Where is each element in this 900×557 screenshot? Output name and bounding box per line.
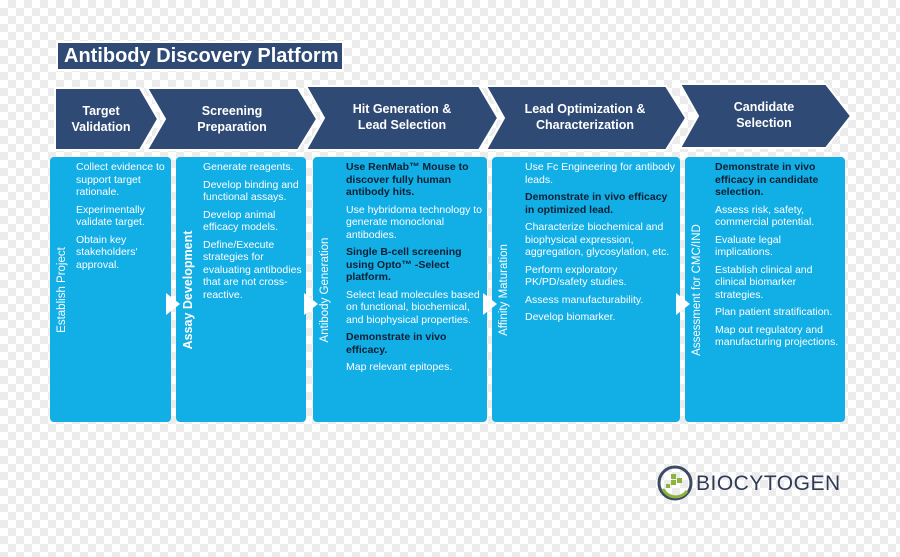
platform-title: Antibody Discovery Platform <box>64 44 339 67</box>
side-label-affinity-maturation: Affinity Maturation <box>498 243 510 336</box>
list-item: Evaluate legal implications. <box>715 233 781 259</box>
side-label-assessment-cmc-ind: Assessment for CMC/IND <box>691 223 703 356</box>
list-item: Collect evidence to support target ratio… <box>76 161 165 198</box>
stage-label-lead-optimization: Lead Optimization & Characterization <box>524 102 646 132</box>
platform-title-box: Antibody Discovery Platform <box>56 41 344 71</box>
list-item: Develop biomarker. <box>525 311 616 323</box>
list-item: Use Fc Engineering for antibody leads. <box>525 161 675 186</box>
brand-name: BIOCYTOGEN <box>696 472 841 495</box>
list-item: Use hybridoma technology to generate mon… <box>346 203 482 241</box>
side-label-establish-project: Establish Project <box>56 246 68 333</box>
biocytogen-logo: BIOCYTOGEN <box>657 465 847 501</box>
card-screening-preparation: Assay Development Generate reagents. Dev… <box>176 157 306 422</box>
list-item: Characterize biochemical and biophysical… <box>525 221 670 258</box>
stage-label-screening-preparation: Screening Preparation <box>197 104 267 134</box>
card-lead-optimization: Affinity Maturation Use Fc Engineering f… <box>492 157 680 422</box>
card-body-hit-generation: Use RenMab™ Mouse to discover fully huma… <box>346 161 483 418</box>
list-item: Perform exploratory PK/PD/safety studies… <box>525 263 627 289</box>
list-item: Assess risk, safety, commercial potentia… <box>715 203 815 229</box>
card-candidate-selection: Assessment for CMC/IND Demonstrate in vi… <box>685 157 845 422</box>
card-body-candidate-selection: Demonstrate in vivo efficacy in candidat… <box>715 161 841 418</box>
list-item: Define/Execute strategies for evaluating… <box>203 238 302 301</box>
stage-label-target-validation: Target Validation <box>71 104 131 134</box>
connector-arrow-icon <box>676 293 690 315</box>
card-body-target-validation: Collect evidence to support target ratio… <box>76 161 167 418</box>
list-item: Generate reagents. <box>203 161 294 173</box>
list-item: Demonstrate in vivo efficacy in optimize… <box>525 191 668 216</box>
list-item: Demonstrate in vivo efficacy in candidat… <box>715 161 819 198</box>
list-item: Select lead molecules based on functiona… <box>346 288 480 326</box>
card-target-validation: Establish Project Collect evidence to su… <box>50 157 171 422</box>
biocytogen-emblem-icon <box>657 465 693 501</box>
list-item: Single B-cell screening using Opto™ -Sel… <box>346 246 462 283</box>
connector-arrow-icon <box>304 293 318 315</box>
chevron-stage-2 <box>145 87 319 151</box>
card-body-lead-optimization: Use Fc Engineering for antibody leads. D… <box>525 161 676 418</box>
process-chevrons <box>54 83 853 151</box>
list-item: Demonstrate in vivo efficacy. <box>346 331 447 356</box>
list-item: Map relevant epitopes. <box>346 361 453 373</box>
list-item: Develop animal efficacy models. <box>203 208 279 234</box>
list-item: Establish clinical and clinical biomarke… <box>715 263 813 301</box>
list-item: Map out regulatory and manufacturing pro… <box>715 323 839 349</box>
chevron-stage-5 <box>678 83 853 149</box>
list-item: Develop binding and functional assays. <box>203 178 299 204</box>
stage-label-candidate-selection: Candidate Selection <box>733 100 795 130</box>
list-item: Assess manufacturability. <box>525 293 644 306</box>
list-item: Obtain key stakeholders' approval. <box>76 233 138 271</box>
chevron-stage-1 <box>54 87 160 151</box>
card-hit-generation: Antibody Generation Use RenMab™ Mouse to… <box>313 157 487 422</box>
list-item: Experimentally validate target. <box>76 203 145 229</box>
list-item: Use RenMab™ Mouse to discover fully huma… <box>346 161 469 198</box>
connector-arrow-icon <box>483 293 497 315</box>
side-label-assay-development: Assay Development <box>181 230 195 349</box>
stage-label-hit-generation: Hit Generation & Lead Selection <box>352 102 452 132</box>
chevron-stage-3 <box>304 85 500 151</box>
list-item: Plan patient stratification. <box>715 306 833 318</box>
card-body-screening-preparation: Generate reagents. Develop binding and f… <box>203 161 302 418</box>
chevron-stage-4 <box>484 85 688 151</box>
connector-arrow-icon <box>166 293 180 315</box>
side-label-antibody-generation: Antibody Generation <box>319 237 331 342</box>
